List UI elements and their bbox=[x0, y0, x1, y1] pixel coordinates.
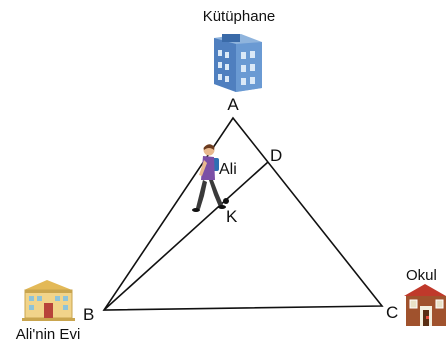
school-label: Okul bbox=[406, 267, 437, 284]
point-a-label: A bbox=[227, 95, 239, 114]
triangle-abc bbox=[102, 116, 384, 311]
segment-bd bbox=[103, 161, 269, 311]
walking-person-icon bbox=[192, 144, 226, 212]
point-c-label: C bbox=[386, 303, 398, 322]
school-building-icon bbox=[404, 284, 446, 326]
point-k-dot bbox=[223, 198, 229, 204]
person-name-label: Ali bbox=[219, 161, 237, 178]
home-label: Ali'nin Evi bbox=[16, 326, 81, 343]
point-k-label: K bbox=[226, 207, 238, 226]
home-building-icon bbox=[22, 280, 75, 321]
library-label: Kütüphane bbox=[203, 8, 276, 25]
point-b-label: B bbox=[83, 305, 94, 324]
point-d-label: D bbox=[270, 146, 282, 165]
library-building-icon bbox=[214, 34, 262, 92]
